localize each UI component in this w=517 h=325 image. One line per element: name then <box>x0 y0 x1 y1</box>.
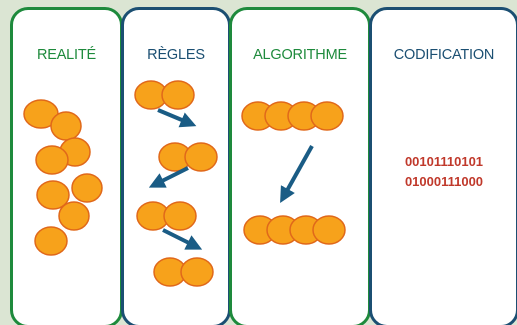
panel-codification: CODIFICATION 00101110101 01000111000 <box>369 7 517 325</box>
panel-title-algorithme: ALGORITHME <box>253 47 347 63</box>
panel-realite: REALITÉ <box>10 7 123 325</box>
panel-title-realite: REALITÉ <box>36 47 97 63</box>
binary-code-line-2: 01000111000 <box>404 174 484 189</box>
binary-code-line-1: 00101110101 <box>404 154 484 169</box>
panel-title-codification: CODIFICATION <box>393 47 495 63</box>
panel-title-regles: RÈGLES <box>147 47 205 63</box>
panel-regles: RÈGLES <box>121 7 231 325</box>
panel-algorithme: ALGORITHME <box>229 7 371 325</box>
